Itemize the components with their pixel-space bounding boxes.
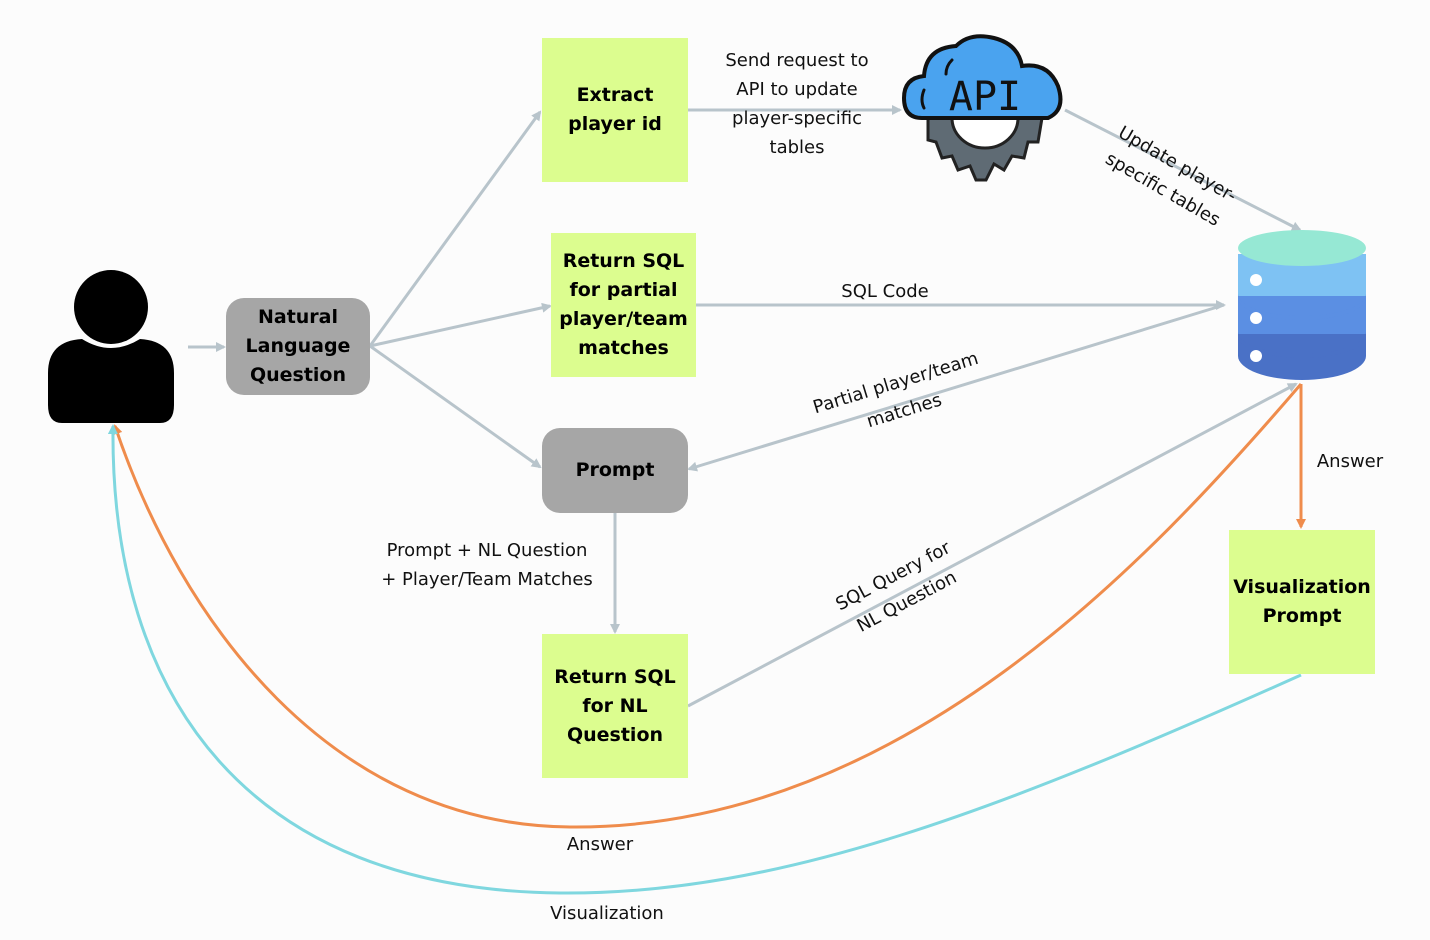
- edge-return-sql-nl-to-database: [687, 382, 1298, 708]
- node-return-sql-nl-question: Return SQL for NL Question: [542, 634, 688, 778]
- label-answer-database: Answer: [1316, 451, 1384, 472]
- node-visualization-prompt: Visualization Prompt: [1229, 530, 1375, 674]
- edge-database-to-prompt: [687, 303, 1225, 472]
- label-send-request: Send request to API to update player-spe…: [725, 50, 869, 158]
- edge-question-to-extract: [368, 110, 542, 347]
- edge-question-to-return-sql-partial: [369, 302, 552, 348]
- label-answer-user: Answer: [566, 834, 634, 855]
- label-visualization: Visualization: [550, 903, 664, 924]
- node-natural-language-question: Natural Language Question: [226, 298, 370, 395]
- node-return-sql-partial-matches: Return SQL for partial player/team match…: [551, 233, 696, 377]
- edge-api-to-database: [1064, 108, 1302, 232]
- label-prompt-inputs: Prompt + NL Question + Player/Team Match…: [381, 540, 593, 590]
- api-cloud-gear-icon: API: [901, 34, 1063, 182]
- edge-visualization-to-user: [107, 424, 1302, 895]
- node-prompt: Prompt: [542, 428, 688, 513]
- database-icon: [1238, 230, 1366, 380]
- label-sql-code: SQL Code: [841, 281, 929, 302]
- edge-question-to-prompt: [369, 344, 542, 469]
- edge-database-to-user-answer: [112, 383, 1303, 829]
- api-icon-label: API: [949, 74, 1021, 120]
- node-extract-player-id: Extract player id: [542, 38, 688, 182]
- user-icon: [48, 270, 174, 423]
